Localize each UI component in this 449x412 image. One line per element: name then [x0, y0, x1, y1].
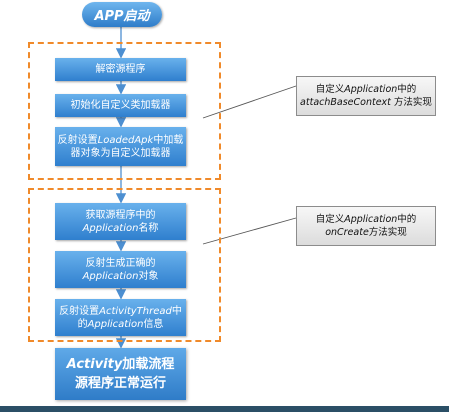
note-attach-base-context: 自定义Application中的 attachBaseContext 方法实现: [296, 76, 436, 116]
callout-line-1: [202, 85, 297, 119]
note2-line1-a: 自定义: [315, 214, 345, 225]
group-attach-base-context: [28, 42, 221, 180]
step-init-classloader: 初始化自定义类加载器: [55, 94, 186, 117]
step4-line2-em: Application: [82, 222, 139, 234]
note1-line1: 自定义Application中的: [316, 83, 417, 96]
note1-line2-em: attachBaseContext: [300, 97, 391, 108]
note-on-create: 自定义Application中的 onCreate方法实现: [296, 206, 436, 246]
step4-line1: 获取源程序中的: [85, 209, 156, 221]
note2-line1-em: Application: [344, 214, 398, 225]
final-line1-b: 加载流程: [122, 357, 175, 372]
step5-line1: 反射生成正确的: [85, 257, 156, 269]
final-line1: Activity加载流程: [67, 355, 175, 374]
step6-line2-b: 信息: [143, 318, 164, 330]
step-set-activitythread: 反射设置ActivityThread中 的Application信息: [55, 299, 186, 336]
note1-line1-em: Application: [344, 84, 398, 95]
step5-line2-b: 对象: [138, 270, 159, 282]
step-reflect-loadedapk: 反射设置LoadedApk中加载 器对象为自定义加载器: [55, 127, 186, 166]
note2-line1-b: 中的: [397, 214, 417, 225]
app-start-label: APP启动: [94, 9, 150, 24]
step5-line2: Application对象: [83, 270, 159, 283]
group-on-create: [28, 188, 221, 342]
step6-line1-a: 反射设置: [59, 305, 100, 317]
step6-line2-a: 的: [77, 318, 88, 330]
note2-line2-em: onCreate: [325, 227, 369, 238]
note1-line1-a: 自定义: [315, 84, 345, 95]
callout-line-2: [202, 217, 297, 245]
step3-line1-b: 中加载: [153, 134, 184, 146]
note1-line1-b: 中的: [397, 84, 417, 95]
step3-line1-a: 反射设置: [57, 134, 98, 146]
note2-line1: 自定义Application中的: [316, 213, 417, 226]
step6-line2-em: Application: [87, 318, 144, 330]
step5-line2-em: Application: [82, 270, 139, 282]
note1-line2-b: 方法实现: [390, 97, 432, 108]
step2-text: 初始化自定义类加载器: [70, 100, 171, 111]
step-decrypt-source: 解密源程序: [55, 58, 186, 81]
app-start-node: APP启动: [82, 2, 162, 27]
step6-line2: 的Application信息: [78, 318, 164, 331]
final-node: Activity加载流程 源程序正常运行: [55, 348, 186, 400]
note2-line2-b: 方法实现: [368, 227, 407, 238]
step1-text: 解密源程序: [95, 64, 146, 75]
note2-line2: onCreate方法实现: [325, 226, 407, 239]
bottom-edge-bar: [0, 406, 449, 412]
final-line2: 源程序正常运行: [74, 376, 166, 391]
step6-line1: 反射设置ActivityThread中: [59, 305, 182, 318]
note1-line2: attachBaseContext 方法实现: [300, 96, 432, 109]
step3-line1: 反射设置LoadedApk中加载: [58, 134, 184, 147]
step3-line2: 器对象为自定义加载器: [70, 147, 171, 159]
step-create-application: 反射生成正确的 Application对象: [55, 251, 186, 288]
step4-line2-b: 名称: [138, 222, 159, 234]
step3-line1-em: LoadedApk: [97, 134, 154, 146]
step-get-application-name: 获取源程序中的 Application名称: [55, 203, 186, 240]
step4-line2: Application名称: [83, 222, 159, 235]
step6-line1-b: 中: [171, 305, 182, 317]
step6-line1-em: ActivityThread: [99, 305, 172, 317]
final-line1-em: Activity: [66, 357, 123, 372]
